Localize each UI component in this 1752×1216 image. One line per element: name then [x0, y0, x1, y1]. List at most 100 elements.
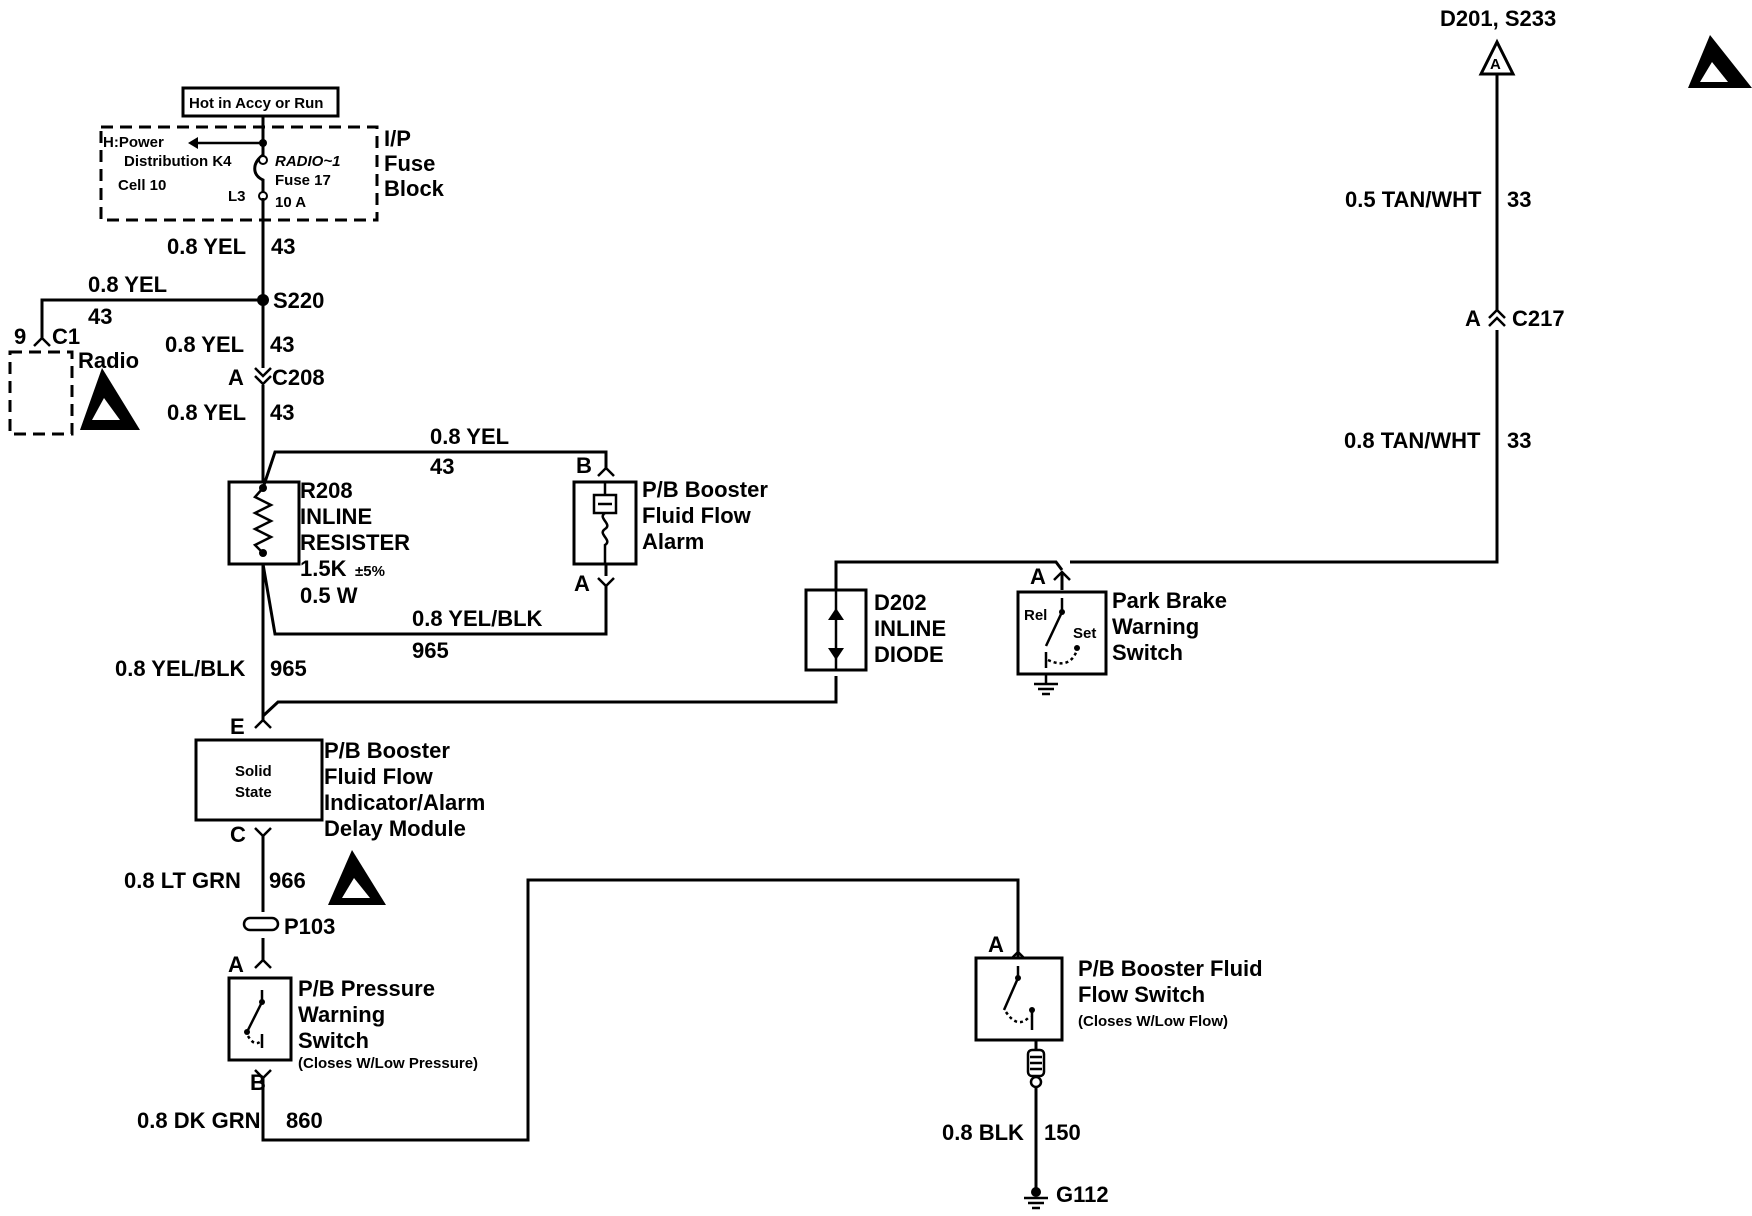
r-w1-gauge: 0.5 TAN/WHT — [1345, 187, 1482, 212]
alarm-line3: Alarm — [642, 529, 704, 554]
fuse-block-line3: Cell 10 — [118, 177, 166, 194]
c217-label: C217 — [1512, 306, 1565, 331]
module-pin-e: E — [230, 714, 245, 739]
module-inner1: Solid — [235, 763, 272, 780]
c208-connector — [254, 367, 272, 386]
pressure-switch-line1: P/B Pressure — [298, 976, 435, 1001]
module-line1: P/B Booster — [324, 738, 450, 763]
radio-pin: 9 — [14, 324, 26, 349]
diode-line3: DIODE — [874, 642, 944, 667]
w5-gauge: 0.8 YEL/BLK — [115, 656, 246, 681]
top-wire-gauge: 0.8 YEL — [430, 424, 509, 449]
r-w2-circuit: 33 — [1507, 428, 1531, 453]
diode-line2: INLINE — [874, 616, 946, 641]
fuse-name: RADIO~1 — [275, 153, 340, 170]
r-w2-gauge: 0.8 TAN/WHT — [1344, 428, 1481, 453]
diode-name: D202 — [874, 590, 927, 615]
r208-name: R208 — [300, 478, 353, 503]
radio-component — [8, 350, 74, 436]
alarm-line2: Fluid Flow — [642, 503, 752, 528]
fuse-block-outline — [99, 125, 379, 222]
esd-warning-icon — [328, 850, 386, 905]
park-brake-set: Set — [1073, 625, 1096, 642]
r208-line2: INLINE — [300, 504, 372, 529]
mid-wire-gauge: 0.8 YEL/BLK — [412, 606, 543, 631]
g112-label: G112 — [1056, 1182, 1109, 1207]
park-brake-pin-a: A — [1030, 564, 1046, 589]
park-brake-line2: Warning — [1112, 614, 1199, 639]
radio-label: Radio — [78, 348, 139, 373]
fuse-block-title-1: I/P — [384, 126, 411, 151]
alarm-line1: P/B Booster — [642, 477, 768, 502]
w1-circuit: 43 — [271, 234, 295, 259]
pressure-switch-note: (Closes W/Low Pressure) — [298, 1055, 478, 1072]
terminal-l3: L3 — [228, 188, 246, 205]
fuse-number: Fuse 17 — [275, 172, 331, 189]
alarm-pin-a: A — [574, 571, 590, 596]
wire-to-diode — [261, 676, 838, 718]
wire-33-vertical — [1070, 74, 1499, 564]
w3-circuit: 43 — [270, 332, 294, 357]
flow-switch-line1: P/B Booster Fluid — [1078, 956, 1263, 981]
w1-gauge: 0.8 YEL — [167, 234, 246, 259]
pressure-switch-pin-a: A — [228, 952, 244, 977]
w5-circuit: 965 — [270, 656, 307, 681]
esd-warning-icon — [80, 368, 140, 430]
hot-label-box — [181, 86, 340, 118]
w6-gauge: 0.8 LT GRN — [124, 868, 241, 893]
s220-label: S220 — [273, 288, 324, 313]
park-brake-line3: Switch — [1112, 640, 1183, 665]
c217-pin: A — [1465, 306, 1481, 331]
mid-wire-circuit: 965 — [412, 638, 449, 663]
park-brake-line1: Park Brake — [1112, 588, 1227, 613]
c208-label: C208 — [272, 365, 325, 390]
wire-965-loop — [261, 563, 608, 636]
flow-switch-pin-a: A — [988, 932, 1004, 957]
fuse-block-line2: Distribution K4 — [124, 153, 232, 170]
delay-module — [194, 738, 324, 822]
module-line3: Indicator/Alarm — [324, 790, 485, 815]
r208-line3: RESISTER — [300, 530, 410, 555]
fuse-block-title-3: Block — [384, 176, 445, 201]
flow-wire-gauge: 0.8 BLK — [942, 1120, 1024, 1145]
w6-circuit: 966 — [269, 868, 306, 893]
module-inner2: State — [235, 784, 272, 801]
diode-symbol-icon — [828, 608, 844, 620]
radio-connector: C1 — [52, 324, 80, 349]
esd-warning-icon — [1688, 35, 1752, 88]
r208-wattage: 0.5 W — [300, 583, 358, 608]
top-wire-circuit: 43 — [430, 454, 454, 479]
module-pin-c: C — [230, 822, 246, 847]
r-w1-circuit: 33 — [1507, 187, 1531, 212]
w2-gauge: 0.8 YEL — [88, 272, 167, 297]
r208-value: 1.5K — [300, 556, 347, 581]
ref-letter: A — [1490, 56, 1501, 73]
flow-switch-note: (Closes W/Low Flow) — [1078, 1013, 1228, 1030]
wire-33-to-diode — [834, 560, 1064, 590]
p103-label: P103 — [284, 914, 335, 939]
w7-circuit: 860 — [286, 1108, 323, 1133]
fuse-block-title-2: Fuse — [384, 151, 435, 176]
fuse-amp: 10 A — [275, 194, 306, 211]
pressure-warning-switch — [227, 976, 293, 1062]
w7-gauge: 0.8 DK GRN — [137, 1108, 260, 1133]
top-ref-label: D201, S233 — [1440, 6, 1556, 31]
fuse-block-line1: H:Power — [103, 134, 164, 151]
module-line2: Fluid Flow — [324, 764, 434, 789]
c217-connector — [1488, 308, 1506, 327]
w4-circuit: 43 — [270, 400, 294, 425]
w2-circuit: 43 — [88, 304, 112, 329]
ground-icon — [1024, 1187, 1048, 1210]
park-brake-rel: Rel — [1024, 607, 1047, 624]
w4-gauge: 0.8 YEL — [167, 400, 246, 425]
r208-tolerance: ±5% — [355, 563, 385, 580]
wire-43-to-alarm — [261, 450, 608, 489]
wire-to-radio — [40, 298, 263, 338]
alarm-pin-b: B — [576, 453, 592, 478]
c208-pin: A — [228, 365, 244, 390]
module-line4: Delay Module — [324, 816, 466, 841]
p103-connector — [242, 916, 280, 932]
hot-label: Hot in Accy or Run — [189, 95, 323, 112]
pressure-switch-line3: Switch — [298, 1028, 369, 1053]
